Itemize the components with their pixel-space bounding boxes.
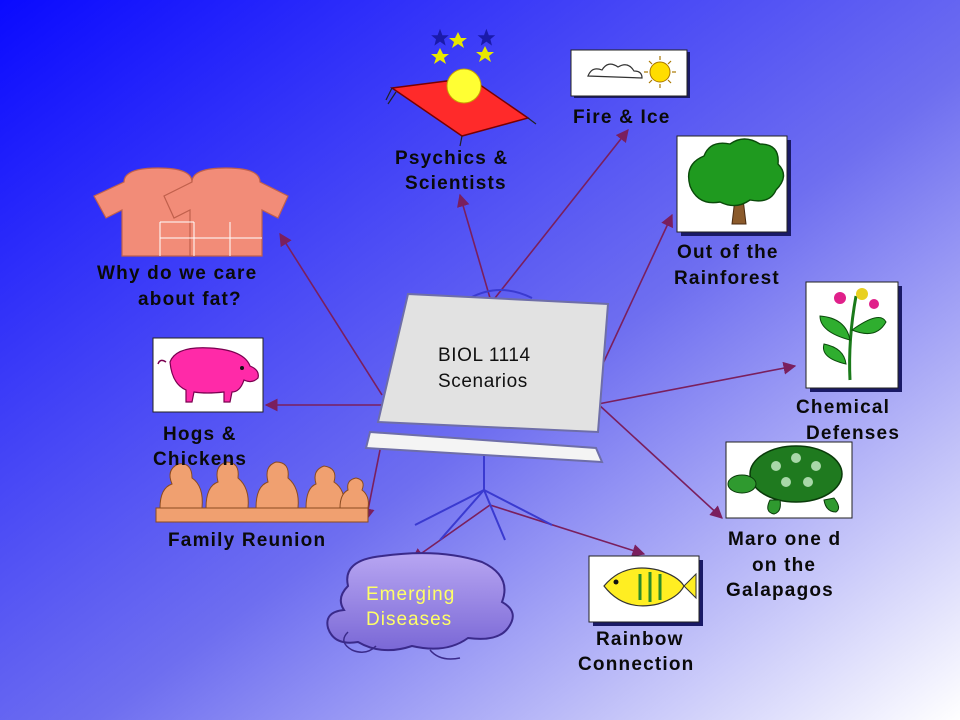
emerging-label-line1: Emerging [366,584,455,605]
center-easel: BIOL 1114 Scenarios [364,289,610,541]
arrow-rainforest [599,213,673,371]
family-label: Family Reunion [168,530,326,551]
galapagos-label-line3: Galapagos [726,580,834,601]
arrow-fire-ice [494,128,629,299]
arrow-fat [279,232,383,396]
easel-tray [364,430,604,464]
emerging-label-line2: Diseases [366,609,452,630]
rainbow-label-line2: Connection [578,654,695,675]
chemical-label-line2: Defenses [806,423,900,444]
connector-arrows [264,128,797,561]
topic-fire-ice[interactable]: Fire & Ice [570,49,690,128]
psychics-label-line2: Scientists [405,173,507,194]
psychics-label-line1: Psychics & [395,148,508,169]
arrow-emerging [410,504,491,561]
topic-family[interactable]: Family Reunion [155,461,369,551]
topic-hogs[interactable]: Hogs & Chickens [152,337,264,470]
easel-board [376,292,610,434]
stars-yellow [431,32,494,64]
easel-stand [414,289,553,541]
turtle-icon [725,441,853,519]
center-title-line2: Scenarios [438,371,528,392]
blob-icon [326,552,514,660]
fat-label-line1: Why do we care [97,263,257,284]
topic-galapagos[interactable]: Maro one d on the Galapagos [725,441,853,601]
arrow-chemical [597,361,797,405]
rainforest-label-line1: Out of the [677,242,779,263]
topic-psychics[interactable]: Psychics & Scientists [385,28,537,194]
rainbow-label-line1: Rainbow [596,629,684,650]
fish-icon [588,555,703,626]
galapagos-label-line2: on the [752,555,816,576]
rainforest-label-line2: Rainforest [674,268,780,289]
arrow-psychics [457,193,491,299]
flower-plant-icon [805,281,902,392]
people-silhouettes-icon [155,461,369,523]
hogs-label-line1: Hogs & [163,424,237,445]
shirts-icon [93,167,289,257]
topic-rainforest[interactable]: Out of the Rainforest [674,135,791,289]
stars-blue [431,28,496,46]
topic-fat[interactable]: Why do we care about fat? [93,167,289,310]
chemical-label-line1: Chemical [796,397,890,418]
fire-ice-label: Fire & Ice [573,107,671,128]
hogs-label-line2: Chickens [153,449,247,470]
cloud-sun-icon [570,49,690,98]
fat-label-line2: about fat? [138,289,242,310]
pig-icon [152,337,264,413]
center-title-line1: BIOL 1114 [438,345,531,366]
topic-emerging[interactable]: Emerging Diseases [326,552,514,660]
arrow-rainbow [489,504,646,557]
magic-carpet-icon [385,28,537,147]
galapagos-label-line1: Maro one d [728,529,841,550]
topic-rainbow[interactable]: Rainbow Connection [578,555,703,675]
topic-chemical[interactable]: Chemical Defenses [796,281,902,444]
tree-icon [676,135,791,236]
arrow-galapagos [597,403,723,519]
